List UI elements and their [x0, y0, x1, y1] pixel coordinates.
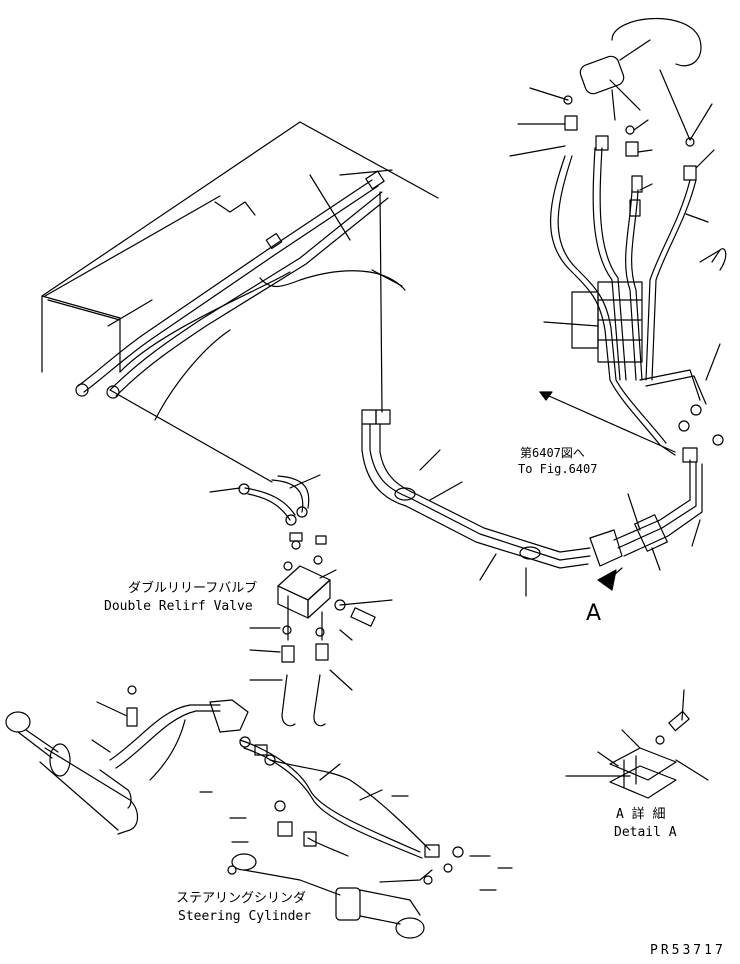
- to-fig-label-jp: 第6407図へ: [520, 446, 585, 460]
- part-code: PR53717: [650, 943, 726, 958]
- left-steering-cylinder: [5, 685, 139, 835]
- elbow-fittings: [209, 474, 321, 526]
- detail-a-drawing: [565, 689, 709, 799]
- right-hose-bundle: [509, 69, 724, 446]
- bottom-steering-cylinder: [231, 853, 433, 939]
- upper-hose-pair: [75, 170, 389, 483]
- frame-cover: [41, 121, 439, 421]
- lower-hoses: [109, 699, 513, 891]
- middle-hose-run: [361, 409, 703, 597]
- to-fig-reference-arrow: [539, 391, 676, 453]
- steering-column: [579, 18, 727, 271]
- to-fig-label-en: To Fig.6407: [518, 462, 598, 476]
- double-relief-valve-label-en: Double Relirf Valve: [104, 599, 253, 614]
- detail-a-label-en: Detail A: [614, 825, 677, 840]
- double-relief-valve: [249, 532, 393, 727]
- leader-lines-upper: [107, 169, 403, 327]
- detail-a-label-jp: A 詳 細: [616, 807, 666, 822]
- double-relief-valve-label-jp: ダブルリリーフバルブ: [128, 581, 258, 596]
- view-a-mark: A: [586, 601, 602, 626]
- steering-cylinder-label-en: Steering Cylinder: [178, 909, 312, 924]
- steering-cylinder-label-jp: ステアリングシリンダ: [176, 891, 307, 906]
- view-arrow-a: [597, 567, 623, 591]
